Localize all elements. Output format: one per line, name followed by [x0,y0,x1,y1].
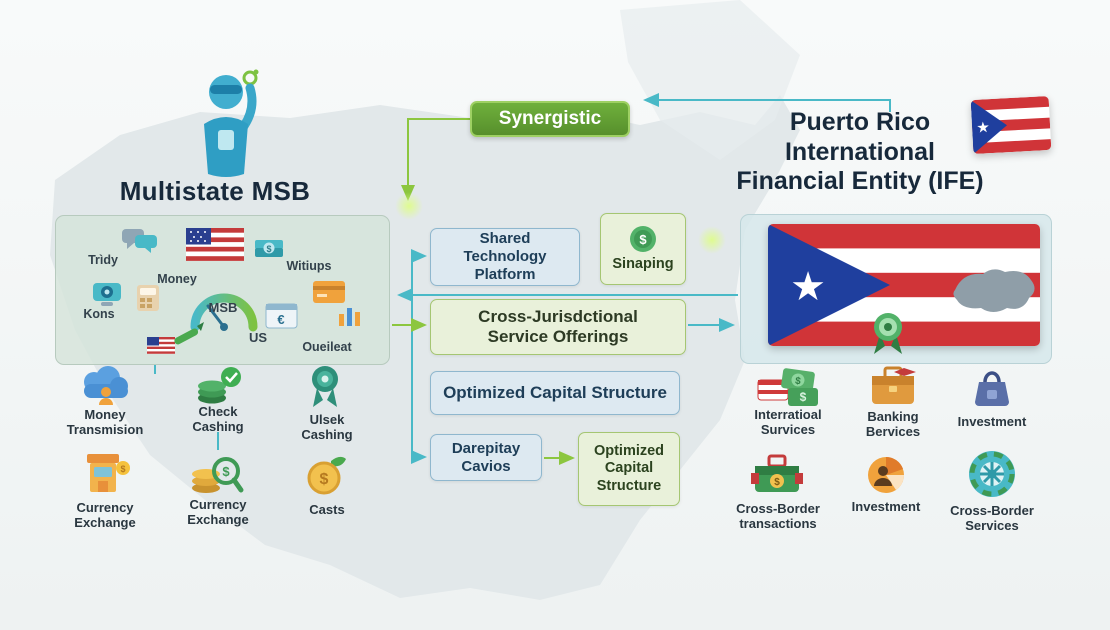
panel-label-witiups: Witiups [286,259,332,273]
puerto-rico-flag-icon: ★ [970,95,1052,155]
island-map-icon [953,269,1035,312]
msb-title: Multistate MSB [119,176,311,206]
dollar-badge-icon: $ [630,225,656,252]
ife-title: Puerto Rico International Financial Enti… [736,108,984,195]
service-label: Money Transmision [66,407,144,438]
toolbox-icon: $ [751,454,803,492]
shared-technology-box: Shared Technology Platform [430,228,580,286]
glow-dot [698,226,726,254]
svg-text:$: $ [222,464,230,479]
webcam-icon [93,283,121,306]
svg-text:★: ★ [790,265,826,309]
cross-jurisdictional-box: Cross-Jurisdctional Service Offerings [430,299,686,355]
svg-text:★: ★ [976,119,990,137]
optimized-capital-box: Optimized Capital Structure [430,371,680,415]
pie-person-icon [868,456,904,493]
us-flag-small-icon [147,337,175,354]
service-label: Interratioal Survices [754,407,822,438]
service-label: Ulsek Cashing [301,412,353,443]
synergistic-box: Synergistic [470,101,630,137]
service-label: Cross-Border transactions [736,501,820,532]
svg-text:$: $ [800,390,807,404]
panel-label-money: Money [157,272,197,286]
sinaping-box: $ Sinaping [600,213,686,285]
us-flag-icon [186,228,244,261]
svg-text:$: $ [320,471,329,488]
chat-icon [122,229,157,253]
coins-check-icon [198,367,241,404]
darepitay-cavios-box: Darepitay Cavios [430,434,542,481]
sinaping-label: Sinaping [612,255,674,272]
service-label: Casts [309,502,345,517]
coins-magnifier-icon: $ [192,457,244,493]
service-label: Investment [957,414,1027,429]
msb-services-panel: Trìdy Money $ Witiups Kons [55,215,390,365]
glow-dot [395,192,423,220]
credit-card-icon [313,281,345,303]
optimized-capital-2-box: Optimized Capital Structure [578,432,680,506]
panel-label-msb: MSB [208,300,238,315]
briefcase-icon [872,366,916,404]
service-label: Check Cashing [192,404,244,435]
svg-text:€: € [277,312,284,327]
svg-text:$: $ [794,376,801,388]
service-label: Investment [851,499,921,514]
service-label: Banking Bervices [865,409,921,440]
msb-person-icon [204,69,259,177]
cloud-icon [84,366,128,405]
panel-label-oueileat: Oueileat [302,340,352,354]
bar-chart-icon [339,308,360,326]
panel-label-kons: Kons [83,307,115,321]
award-ribbon-icon [874,313,902,354]
svg-text:$: $ [266,244,271,254]
service-label: Currency Exchange [74,500,136,531]
panel-label-us: US [248,330,268,345]
svg-text:$: $ [639,232,647,247]
svg-text:$: $ [120,464,125,474]
bag-icon [975,371,1009,406]
exchange-kiosk-icon: $ [87,454,130,492]
svg-text:$: $ [774,477,780,488]
money-stack-icon: $ [255,240,283,257]
service-label: Currency Exchange [187,497,249,528]
wheel-icon [969,451,1015,497]
service-label: Cross-Border Services [950,503,1034,534]
badge-icon [312,366,338,407]
msb-gauge-icon [190,293,258,332]
marker-pen-icon [174,322,204,345]
euro-window-icon: € [265,303,298,329]
calculator-icon [137,285,159,311]
panel-label-tridy: Trìdy [88,253,118,267]
coin-icon: $ [307,456,346,495]
cash-bills-icon: $ $ [757,368,818,406]
